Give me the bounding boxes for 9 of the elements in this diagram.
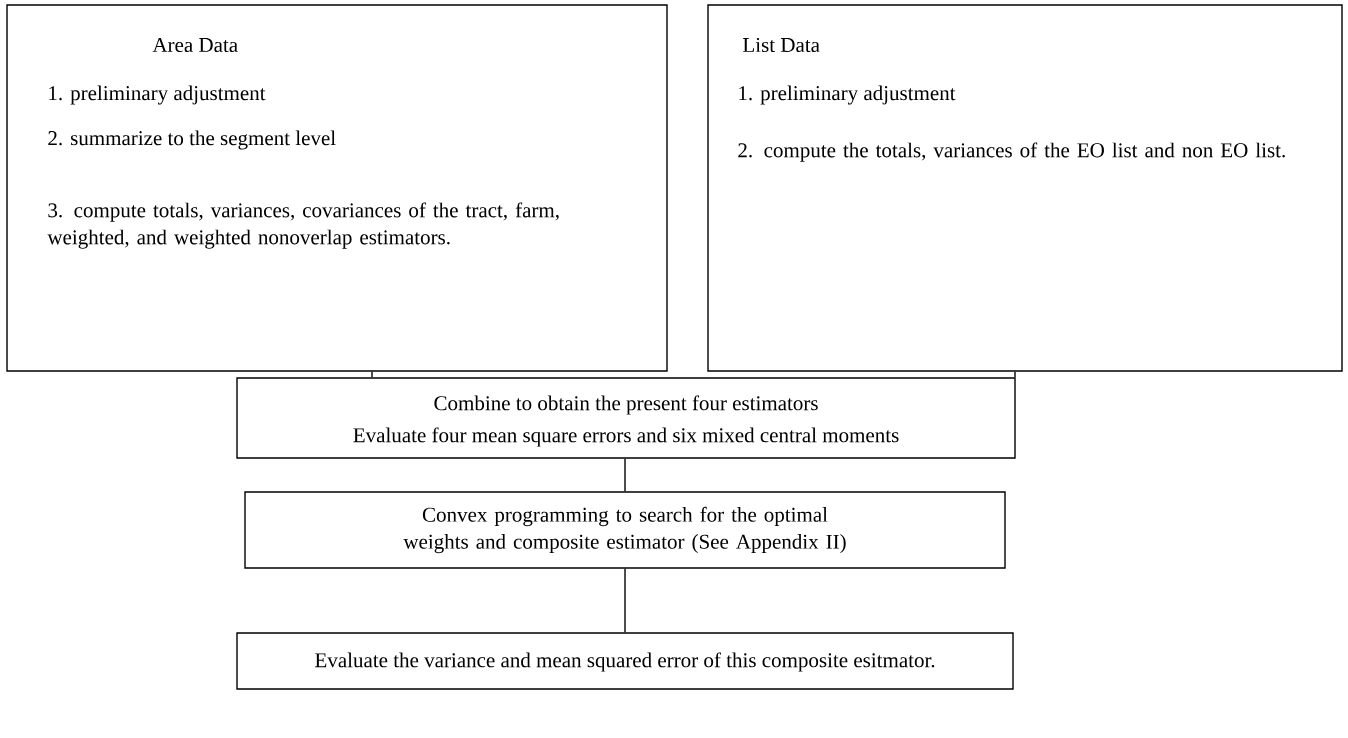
process-box: List Data 1. preliminary adjustment 2. compute the totals, variances of the EO list and non EO list. (707, 4, 1343, 372)
process-box: Combine to obtain the present four estimators Evaluate four mean square errors and six mixed central moments (236, 377, 1016, 459)
process-box: Evaluate the variance and mean squared error of this composite esitmator. (236, 632, 1014, 690)
connector-line (1014, 371, 1016, 378)
connector-line (371, 371, 373, 378)
process-box: Area Data 1. preliminary adjustment 2. summarize to the segment level 3. compute totals, variances, covariances of the tract, farm, weighted, and weighted nonoverlap estimators. (6, 4, 668, 372)
process-box: Convex programming to search for the optimal weights and composite estimator (See Appendix II) (244, 491, 1006, 569)
connector-line (624, 458, 626, 492)
connector-line (624, 568, 626, 633)
